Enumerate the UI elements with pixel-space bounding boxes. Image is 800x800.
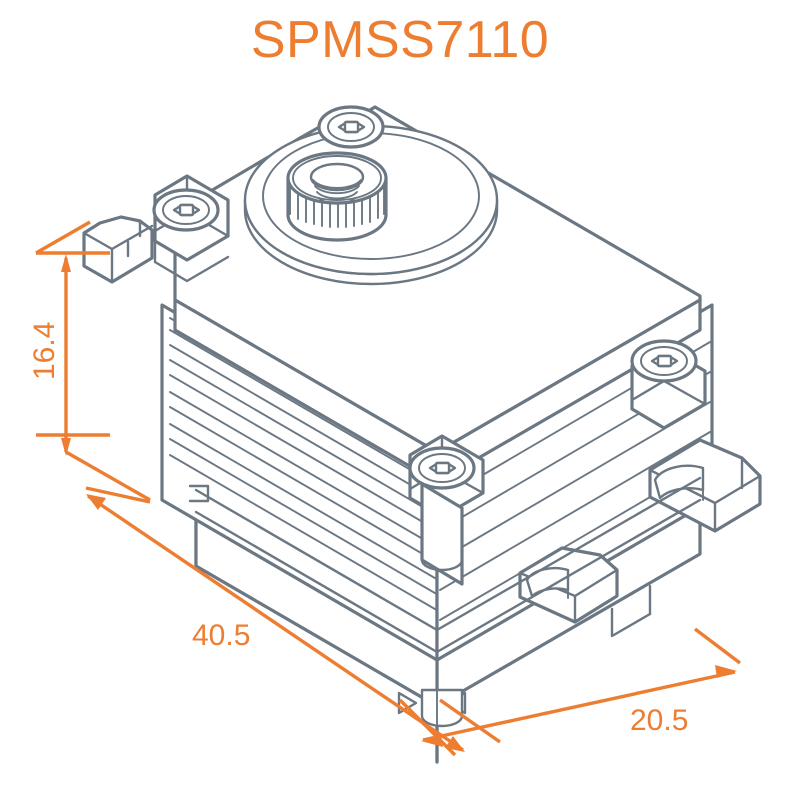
bottom-feet [188, 484, 652, 728]
dimension-length: 40.5 [85, 486, 501, 752]
mounting-tab-right-rear [648, 438, 762, 533]
mounting-screw-top-left [152, 174, 230, 283]
dimension-height-label: 16.4 [28, 322, 61, 380]
dimension-width: 20.5 [398, 627, 742, 757]
mounting-screw-top-rear [317, 105, 385, 149]
mounting-tab-right-front [518, 546, 619, 624]
dimension-length-label: 40.5 [192, 619, 250, 652]
dimension-width-label: 20.5 [630, 704, 688, 737]
shaft-thread [309, 162, 365, 205]
dimension-height: 16.4 [28, 220, 151, 502]
mounting-screw-mid-front [408, 434, 485, 586]
mounting-tab-left [82, 215, 154, 284]
mounting-screw-mid-right [630, 339, 707, 430]
output-spline-shaft [286, 151, 388, 242]
page-title: SPMSS7110 [250, 11, 550, 69]
